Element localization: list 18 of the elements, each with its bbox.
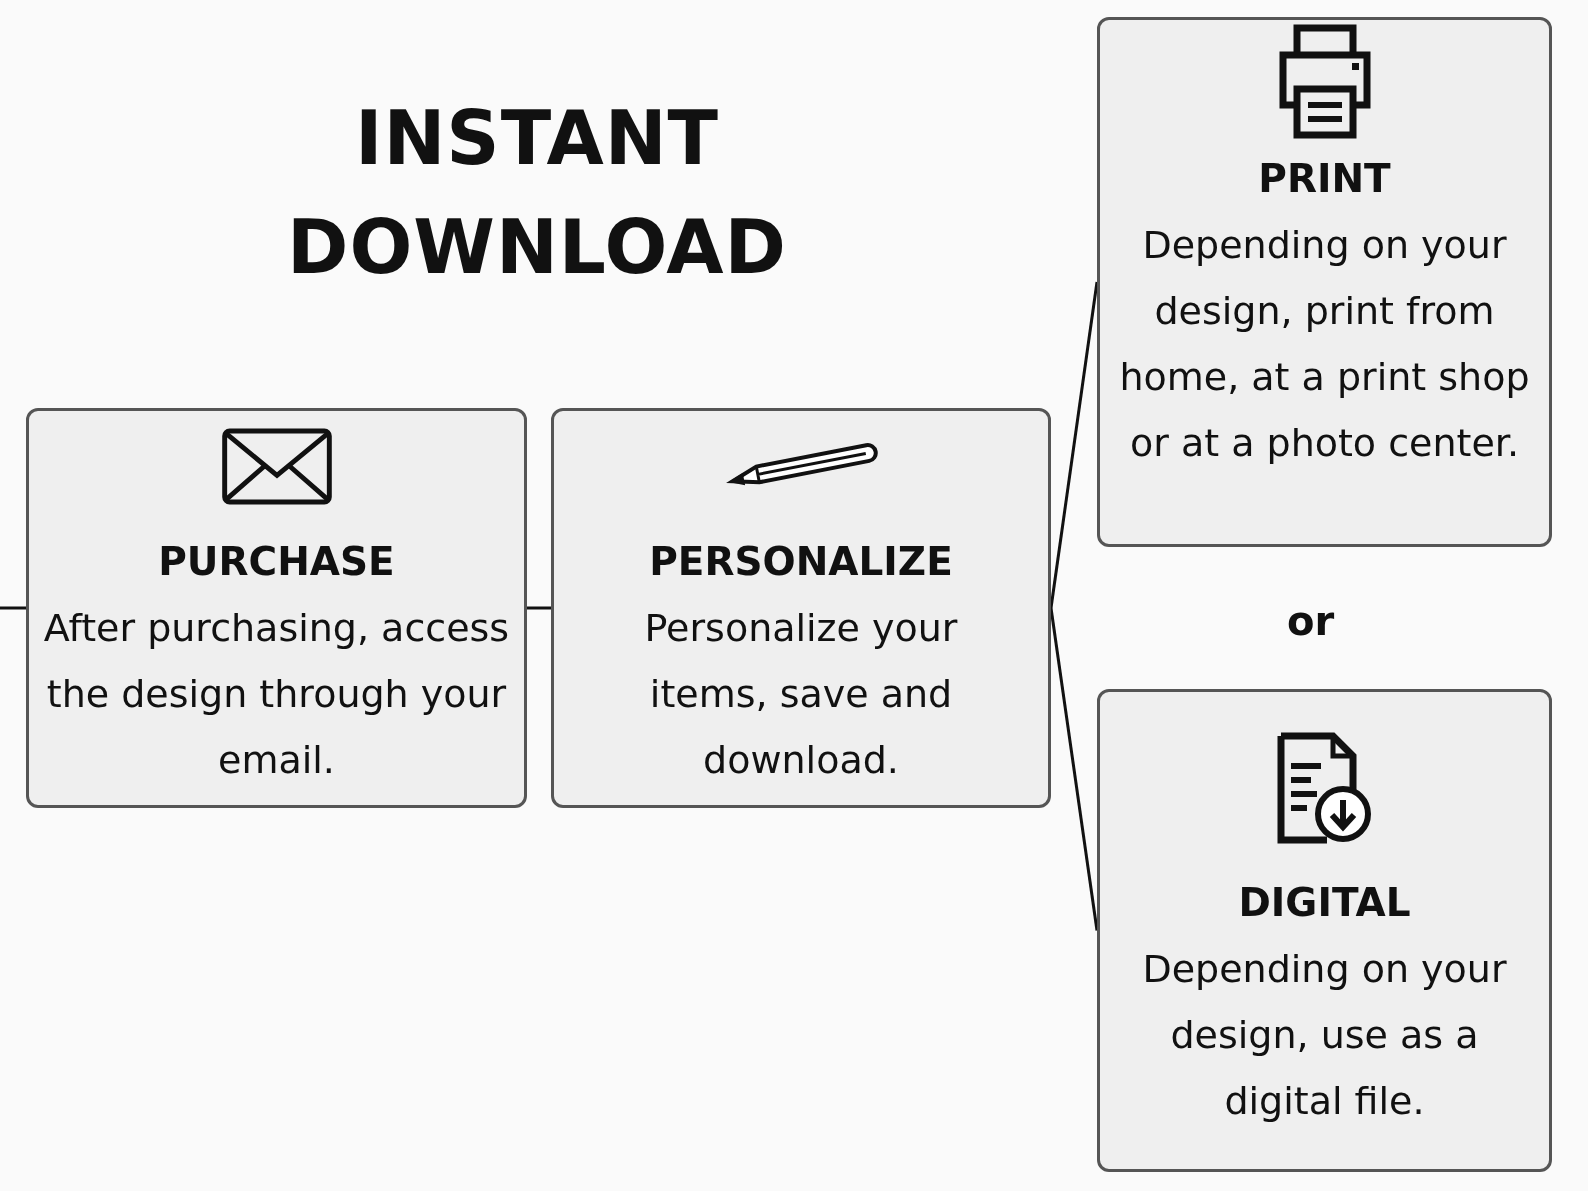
step-title: PURCHASE [158, 538, 395, 586]
step-card [551, 408, 1051, 808]
step-description: After purchasing, access the design through your email. [42, 605, 511, 784]
step-card [1097, 689, 1552, 1172]
step-description: Depending on your design, print from home, at a print shop or at a photo center. [1118, 222, 1531, 467]
step-card [26, 408, 527, 808]
step-description: Depending on your design, use as a digital file. [1141, 946, 1508, 1125]
step-title: DIGITAL [1238, 879, 1411, 927]
connector-line [1049, 607, 1099, 931]
step-description: Personalize your items, save and download. [643, 605, 959, 784]
diagram-title: INSTANT DOWNLOAD [286, 94, 788, 292]
step-title: PRINT [1258, 155, 1391, 203]
step-title: PERSONALIZE [649, 538, 953, 586]
connector-text: or [1287, 597, 1335, 646]
connector-line [0, 606, 26, 610]
step-card [1097, 17, 1552, 547]
connector-line [527, 606, 551, 610]
connector-line [1049, 281, 1099, 609]
